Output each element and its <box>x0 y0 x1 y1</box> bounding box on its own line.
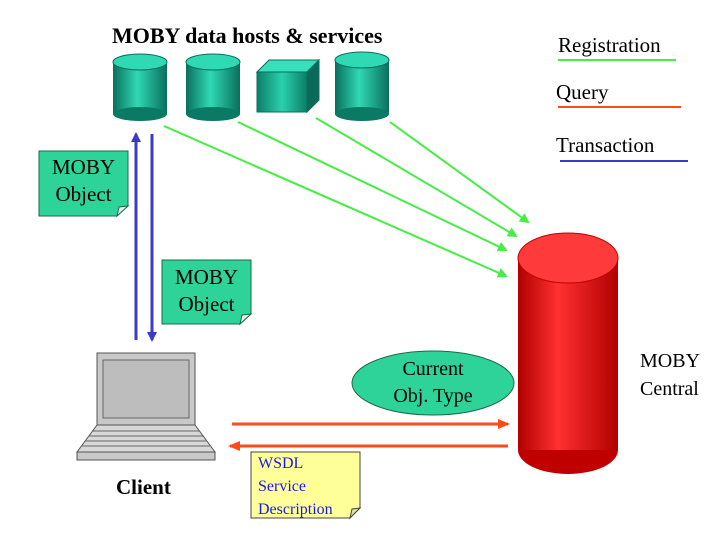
page-title: MOBY data hosts & services <box>112 23 383 48</box>
wsdl-note-text: WSDL Service Description <box>258 452 333 521</box>
client-label: Client <box>116 475 171 499</box>
data-host-2 <box>185 53 241 121</box>
legend-registration-label: Registration <box>558 33 661 57</box>
data-host-cube <box>255 58 321 114</box>
current-obj-type-line-1: Current <box>402 358 464 380</box>
wsdl-note <box>250 451 362 520</box>
registration-arrow-2 <box>237 121 508 252</box>
current-obj-type-line-2: Obj. Type <box>393 385 473 407</box>
data-host-1 <box>112 53 168 121</box>
current-obj-type-text: Current Obj. Type <box>360 356 506 410</box>
current-obj-type-ellipse <box>351 350 515 416</box>
moby-central-label: MOBY Central <box>640 347 720 403</box>
moby-central-line-1: MOBY <box>640 350 701 372</box>
registration-arrow-4 <box>389 121 530 224</box>
moby-object-note-1-text: MOBY Object <box>39 154 128 208</box>
registration-arrow-3 <box>315 117 518 238</box>
moby-object-note-2 <box>161 259 253 326</box>
legend-query-label: Query <box>556 80 609 104</box>
moby-object-note-2-line-1: MOBY <box>174 265 238 289</box>
wsdl-line-1: WSDL <box>258 455 304 472</box>
moby-central-cylinder <box>517 232 619 474</box>
legend-transaction-label: Transaction <box>556 133 655 157</box>
moby-object-note-1-line-2: Object <box>55 182 112 206</box>
wsdl-line-2: Service <box>258 478 306 495</box>
client-laptop-icon <box>76 352 216 461</box>
moby-object-note-1-line-1: MOBY <box>51 155 115 179</box>
moby-object-note-1 <box>38 150 130 218</box>
moby-central-line-2: Central <box>640 378 699 400</box>
wsdl-line-3: Description <box>258 501 333 518</box>
moby-object-note-2-line-2: Object <box>178 292 235 316</box>
registration-arrow-1 <box>163 125 508 278</box>
moby-object-note-2-text: MOBY Object <box>162 264 251 318</box>
data-host-3 <box>334 51 390 121</box>
